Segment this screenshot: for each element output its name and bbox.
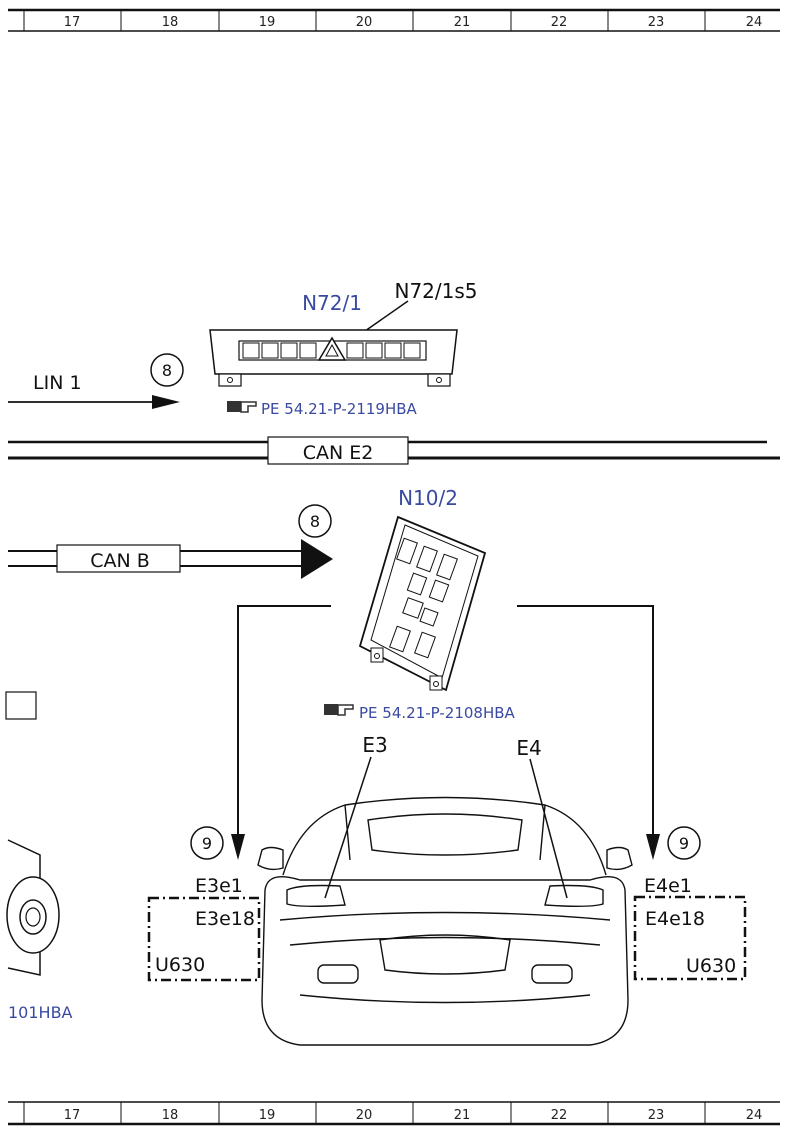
grid-col-20: 20 — [356, 15, 373, 30]
grid-col-20-bottom: 20 — [356, 1108, 373, 1123]
svg-text:9: 9 — [202, 834, 212, 853]
grid-col-18: 18 — [162, 15, 179, 30]
pointing-hand-icon — [324, 704, 354, 716]
left-ref-fragment: 101HBA — [8, 1003, 73, 1022]
can-b-arrow — [301, 539, 333, 579]
grid-col-19-bottom: 19 — [259, 1108, 276, 1123]
u630-left-box — [147, 896, 261, 982]
left-wire-arrow — [231, 834, 245, 860]
lin-1-connection: LIN 1 8 — [8, 353, 184, 409]
circle-8-mid — [298, 504, 332, 538]
circle-9-right — [667, 826, 701, 860]
lin-1-label: LIN 1 — [33, 372, 82, 394]
u630-right-box — [633, 895, 747, 981]
u630-left-label: U630 — [155, 954, 205, 976]
n72-1-module: N72/1 N72/1s5 PE 54.21-P-2119HBA — [209, 279, 478, 418]
e4e18-label: E4e18 — [645, 908, 705, 930]
can-b-bus: CAN B 8 — [8, 504, 333, 579]
grid-col-23: 23 — [648, 15, 665, 30]
hazard-switch-icon — [317, 336, 347, 361]
u630-right-label: U630 — [686, 955, 736, 977]
can-e2-box — [267, 436, 409, 465]
grid-col-18-bottom: 18 — [162, 1108, 179, 1123]
left-lamp-group: E3e1 E3e18 U630 — [147, 875, 261, 982]
can-b-box — [56, 544, 181, 573]
grid-col-21-bottom: 21 — [454, 1108, 471, 1123]
lamp-callouts: E3 E4 — [324, 733, 568, 899]
e3-label: E3 — [362, 733, 387, 757]
can-b-label: CAN B — [90, 550, 150, 572]
svg-text:9: 9 — [679, 834, 689, 853]
circle-8-top — [150, 353, 184, 387]
circle-9-left — [190, 826, 224, 860]
bottom-grid-ruler: 17 18 19 20 21 22 23 24 — [8, 1101, 780, 1126]
n72-1-label: N72/1 — [302, 291, 362, 315]
mount-tab-left — [218, 373, 242, 387]
svg-text:8: 8 — [310, 512, 320, 531]
lin-1-arrow — [152, 395, 180, 409]
grid-col-17-bottom: 17 — [64, 1108, 81, 1123]
e4e1-label: E4e1 — [644, 875, 692, 897]
grid-col-19: 19 — [259, 15, 276, 30]
lamp-wires — [237, 605, 654, 840]
grid-col-22: 22 — [551, 15, 568, 30]
grid-col-24: 24 — [746, 15, 763, 30]
right-lamp-group: E4e1 E4e18 U630 — [633, 875, 747, 981]
top-grid-ruler: 17 18 19 20 21 22 23 24 — [8, 8, 780, 32]
can-e2-label: CAN E2 — [303, 442, 374, 464]
e3e1-label: E3e1 — [195, 875, 243, 897]
mount-tab-right — [427, 373, 451, 387]
grid-col-24-bottom: 24 — [746, 1108, 763, 1123]
e3e18-label: E3e18 — [195, 908, 255, 930]
n10-2-reference: PE 54.21-P-2108HBA — [359, 704, 516, 722]
grid-col-17: 17 — [64, 15, 81, 30]
e4-label: E4 — [516, 736, 541, 760]
n72-1-reference: PE 54.21-P-2119HBA — [261, 400, 418, 418]
can-e2-bus: CAN E2 — [8, 436, 780, 465]
pointing-hand-icon — [227, 401, 257, 413]
n10-2-label: N10/2 — [398, 486, 458, 510]
n72-1s5-label: N72/1s5 — [394, 279, 477, 303]
svg-text:8: 8 — [162, 361, 172, 380]
n10-2-module: N10/2 PE 54.21-P-2108HBA — [324, 486, 516, 722]
grid-col-22-bottom: 22 — [551, 1108, 568, 1123]
right-wire-arrow — [646, 834, 660, 860]
grid-col-23-bottom: 23 — [648, 1108, 665, 1123]
left-edge-fragments: 101HBA — [5, 691, 73, 1022]
grid-col-21: 21 — [454, 15, 471, 30]
vehicle-rear — [257, 796, 633, 1046]
